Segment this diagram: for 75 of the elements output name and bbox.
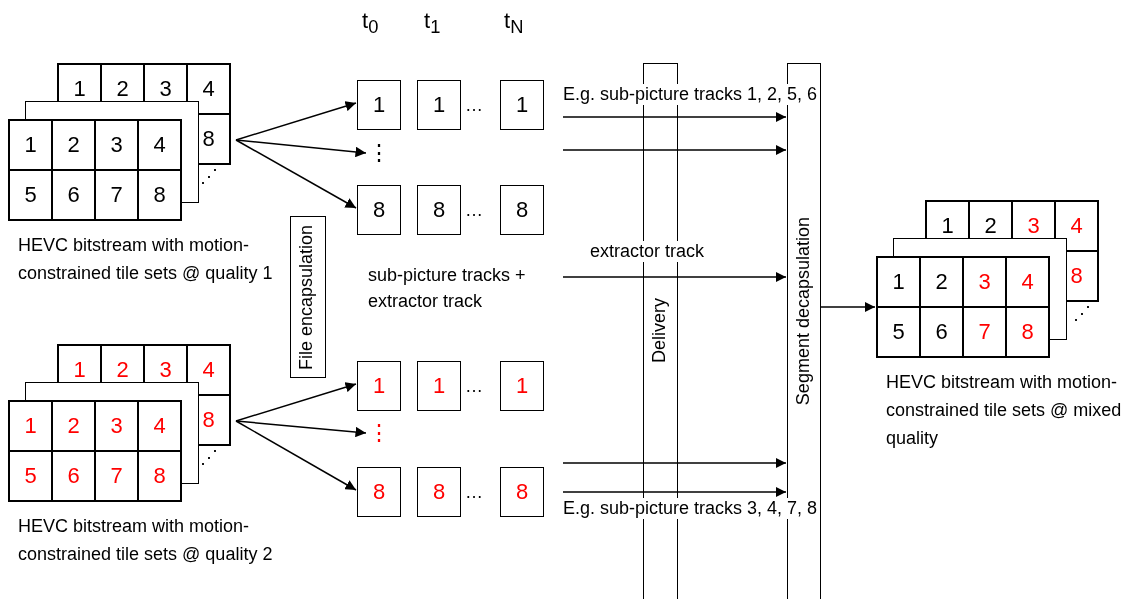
tile-cell: 3 bbox=[95, 120, 138, 170]
track-box: 1 bbox=[357, 80, 401, 130]
tile-cell: 6 bbox=[52, 170, 95, 220]
tile-cell: 3 bbox=[95, 401, 138, 451]
edge-label: E.g. sub-picture tracks 3, 4, 7, 8 bbox=[561, 498, 820, 519]
track-box: 8 bbox=[417, 467, 461, 517]
arrow bbox=[235, 139, 357, 209]
track-box: 1 bbox=[500, 80, 544, 130]
tile-cell: 4 bbox=[1006, 257, 1049, 307]
process-bar bbox=[787, 63, 821, 599]
tile-cell: 6 bbox=[52, 451, 95, 501]
track-box: 1 bbox=[417, 80, 461, 130]
track-box: 8 bbox=[357, 185, 401, 235]
arrow bbox=[820, 301, 876, 313]
track-box: 1 bbox=[417, 361, 461, 411]
arrow bbox=[562, 271, 787, 283]
tile-cell: 8 bbox=[138, 451, 181, 501]
arrow bbox=[235, 139, 367, 158]
tile-cell: 1 bbox=[9, 401, 52, 451]
track-box: 8 bbox=[417, 185, 461, 235]
node-label: HEVC bitstream with motion-constrained tile sets @ quality 2 bbox=[18, 515, 273, 566]
tile-cell: 1 bbox=[9, 120, 52, 170]
track-box: 8 bbox=[500, 185, 544, 235]
track-box: 8 bbox=[357, 467, 401, 517]
node-label: HEVC bitstream with motion-constrained tile sets @ mixed quality bbox=[886, 371, 1123, 450]
edge-label: extractor track bbox=[588, 241, 707, 262]
time-label: t$_{N}$ bbox=[504, 8, 524, 39]
edge-label: E.g. sub-picture tracks 1, 2, 5, 6 bbox=[561, 84, 820, 105]
tile-cell: 4 bbox=[187, 64, 230, 114]
tile-cell: 2 bbox=[52, 401, 95, 451]
ellipsis-mark: … bbox=[465, 200, 483, 221]
track-box: 1 bbox=[357, 361, 401, 411]
arrow bbox=[562, 457, 787, 469]
tile-cell: 6 bbox=[920, 307, 963, 357]
tile-cell: 4 bbox=[138, 401, 181, 451]
bar-label: Segment decapsulation bbox=[793, 216, 814, 406]
ellipsis-mark: ⋰ bbox=[200, 446, 218, 468]
ellipsis-mark: ⋮ bbox=[368, 140, 390, 166]
note-text: sub-picture tracks + extractor track bbox=[368, 264, 527, 313]
arrow bbox=[235, 101, 357, 141]
arrow bbox=[235, 420, 357, 491]
track-box: 8 bbox=[500, 467, 544, 517]
tile-cell: 2 bbox=[920, 257, 963, 307]
arrow bbox=[562, 486, 787, 498]
process-bar bbox=[290, 216, 326, 378]
tile-cell: 5 bbox=[9, 451, 52, 501]
ellipsis-mark: ⋮ bbox=[368, 420, 390, 446]
tile-cell: 7 bbox=[963, 307, 1006, 357]
bar-label: File encapsulation bbox=[296, 225, 317, 371]
arrow bbox=[562, 111, 787, 123]
bar-label: Delivery bbox=[649, 298, 670, 364]
arrow bbox=[562, 144, 787, 156]
ellipsis-mark: … bbox=[465, 95, 483, 116]
tile-cell: 1 bbox=[877, 257, 920, 307]
tile-cell: 8 bbox=[138, 170, 181, 220]
tile-cell: 7 bbox=[95, 451, 138, 501]
ellipsis-mark: ⋰ bbox=[200, 165, 218, 187]
tile-cell: 3 bbox=[963, 257, 1006, 307]
tile-cell: 4 bbox=[138, 120, 181, 170]
time-label: t$_{0}$ bbox=[362, 8, 379, 39]
tile-cell: 8 bbox=[1006, 307, 1049, 357]
tile-cell: 4 bbox=[187, 345, 230, 395]
tile-cell: 5 bbox=[877, 307, 920, 357]
ellipsis-mark: ⋰ bbox=[1073, 302, 1091, 324]
arrow bbox=[235, 420, 367, 438]
arrow bbox=[235, 382, 357, 422]
ellipsis-mark: … bbox=[465, 482, 483, 503]
time-label: t$_{1}$ bbox=[424, 8, 441, 39]
track-box: 1 bbox=[500, 361, 544, 411]
tile-cell: 2 bbox=[52, 120, 95, 170]
tile-cell: 7 bbox=[95, 170, 138, 220]
tile-cell: 5 bbox=[9, 170, 52, 220]
node-label: HEVC bitstream with motion-constrained tile sets @ quality 1 bbox=[18, 234, 273, 285]
ellipsis-mark: … bbox=[465, 376, 483, 397]
tile-cell: 4 bbox=[1055, 201, 1098, 251]
